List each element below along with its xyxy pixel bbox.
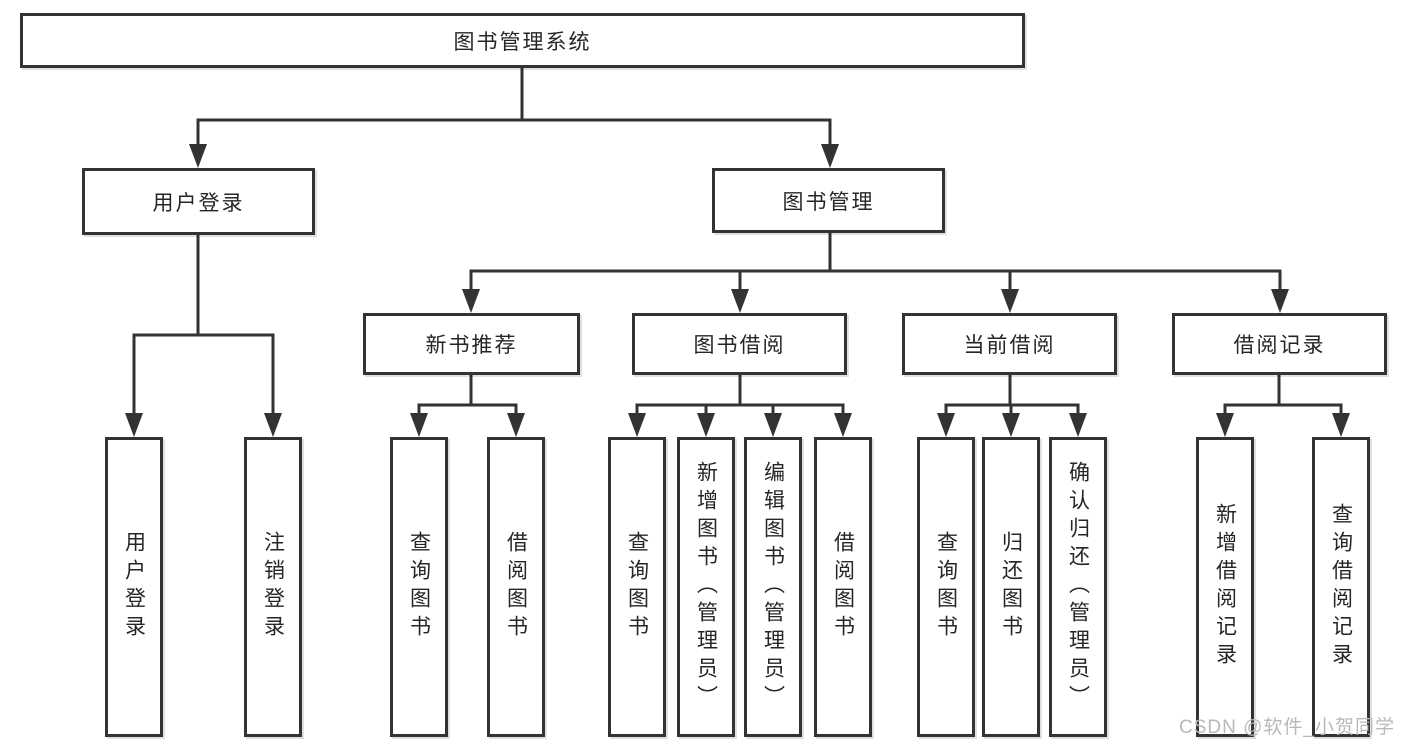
node-user-login: 用户登录 <box>82 168 315 235</box>
leaf-user-login-label: 用户登录 <box>122 531 146 643</box>
leaf-query-borrow-record-label: 查询借阅记录 <box>1329 503 1353 671</box>
leaf-query-book-1: 查询图书 <box>390 437 448 737</box>
leaf-add-borrow-record-label: 新增借阅记录 <box>1213 503 1237 671</box>
node-book-management-label: 图书管理 <box>782 190 875 214</box>
leaf-add-book-admin: 新增图书（管理员） <box>677 437 735 737</box>
leaf-borrow-book-1-label: 借阅图书 <box>504 531 528 643</box>
leaf-query-book-2: 查询图书 <box>608 437 666 737</box>
leaf-query-borrow-record: 查询借阅记录 <box>1312 437 1370 737</box>
node-borrow-record-label: 借阅记录 <box>1233 334 1326 357</box>
connector-group-book-borrow <box>635 373 845 421</box>
leaf-borrow-book-2-label: 借阅图书 <box>831 531 855 643</box>
connector-group-root <box>196 66 832 152</box>
leaf-confirm-return-admin: 确认归还（管理员） <box>1049 437 1107 737</box>
leaf-add-book-admin-label: 新增图书（管理员） <box>694 461 718 713</box>
leaf-borrow-book-2: 借阅图书 <box>814 437 872 737</box>
watermark: CSDN @软件_小贺同学 <box>1179 717 1395 738</box>
node-book-borrow-label: 图书借阅 <box>693 334 786 357</box>
leaf-query-book-3: 查询图书 <box>917 437 975 737</box>
leaf-query-book-1-label: 查询图书 <box>407 531 431 643</box>
connector-group-user-login <box>132 233 275 421</box>
leaf-logout-label: 注销登录 <box>261 531 285 643</box>
node-current-borrow: 当前借阅 <box>902 313 1117 375</box>
leaf-add-borrow-record: 新增借阅记录 <box>1196 437 1254 737</box>
node-library-system-label: 图书管理系统 <box>453 30 592 54</box>
leaf-edit-book-admin-label: 编辑图书（管理员） <box>761 461 785 713</box>
leaf-borrow-book-1: 借阅图书 <box>487 437 545 737</box>
connector-group-book-management <box>469 231 1282 297</box>
connector-group-borrow-record <box>1223 373 1343 421</box>
connector-group-new-book <box>417 373 518 421</box>
leaf-return-book-label: 归还图书 <box>999 531 1023 643</box>
node-current-borrow-label: 当前借阅 <box>963 334 1056 357</box>
leaf-query-book-2-label: 查询图书 <box>625 531 649 643</box>
node-book-management: 图书管理 <box>712 168 945 233</box>
leaf-query-book-3-label: 查询图书 <box>934 531 958 643</box>
leaf-user-login: 用户登录 <box>105 437 163 737</box>
leaf-confirm-return-admin-label: 确认归还（管理员） <box>1066 461 1090 713</box>
node-borrow-record: 借阅记录 <box>1172 313 1387 375</box>
node-new-book-recommend-label: 新书推荐 <box>425 334 518 357</box>
connector-group-current-borrow <box>944 373 1080 421</box>
node-user-login-label: 用户登录 <box>152 191 245 215</box>
leaf-edit-book-admin: 编辑图书（管理员） <box>744 437 802 737</box>
node-library-system: 图书管理系统 <box>20 13 1025 68</box>
leaf-return-book: 归还图书 <box>982 437 1040 737</box>
node-new-book-recommend: 新书推荐 <box>363 313 580 375</box>
node-book-borrow: 图书借阅 <box>632 313 847 375</box>
leaf-logout: 注销登录 <box>244 437 302 737</box>
arrowheads <box>125 144 1350 437</box>
